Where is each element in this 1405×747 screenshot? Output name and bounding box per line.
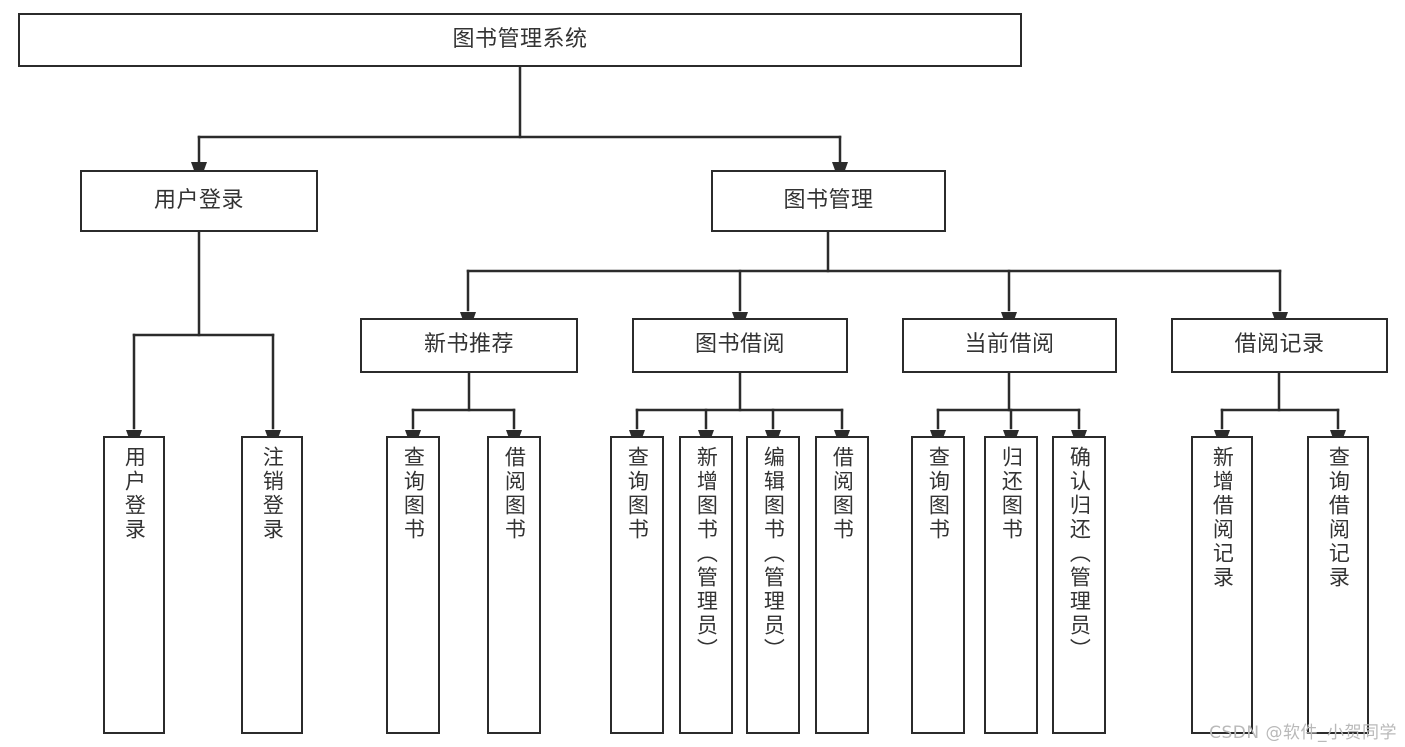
node-label: 图书借阅 — [694, 332, 785, 358]
node-label: 当前借阅 — [964, 332, 1055, 358]
node-borrow-record[interactable]: 借阅记录 — [1171, 318, 1388, 373]
node-leaf-query-book-rec[interactable]: 查询图书 — [386, 436, 440, 734]
node-label: 查询图书 — [625, 446, 650, 542]
node-leaf-confirm-return-admin[interactable]: 确认归还（管理员） — [1052, 436, 1106, 734]
node-label: 查询图书 — [926, 446, 951, 542]
node-leaf-return-book[interactable]: 归还图书 — [984, 436, 1038, 734]
node-new-book-rec[interactable]: 新书推荐 — [360, 318, 578, 373]
node-leaf-add-borrow-record[interactable]: 新增借阅记录 — [1191, 436, 1253, 734]
node-leaf-user-logout[interactable]: 注销登录 — [241, 436, 303, 734]
node-label: 图书管理 — [783, 187, 874, 213]
node-label: 查询图书 — [401, 446, 426, 542]
node-leaf-borrow-book[interactable]: 借阅图书 — [815, 436, 869, 734]
node-label: 注销登录 — [260, 446, 285, 542]
node-label: 确认归还（管理员） — [1067, 446, 1092, 662]
node-leaf-edit-book-admin[interactable]: 编辑图书（管理员） — [746, 436, 800, 734]
edge-path-group — [132, 65, 1340, 430]
node-book-manage[interactable]: 图书管理 — [711, 170, 946, 232]
node-label: 编辑图书（管理员） — [761, 446, 786, 662]
node-leaf-query-borrow-record[interactable]: 查询借阅记录 — [1307, 436, 1369, 734]
node-leaf-user-login[interactable]: 用户登录 — [103, 436, 165, 734]
node-label: 用户登录 — [122, 446, 147, 542]
node-leaf-borrow-book-rec[interactable]: 借阅图书 — [487, 436, 541, 734]
node-label: 图书管理系统 — [452, 26, 588, 52]
node-book-borrow[interactable]: 图书借阅 — [632, 318, 848, 373]
node-label: 归还图书 — [999, 446, 1024, 542]
node-current-borrow[interactable]: 当前借阅 — [902, 318, 1117, 373]
node-label: 新增图书（管理员） — [694, 446, 719, 662]
node-root[interactable]: 图书管理系统 — [18, 13, 1022, 67]
node-label: 借阅记录 — [1234, 332, 1325, 358]
node-leaf-add-book-admin[interactable]: 新增图书（管理员） — [679, 436, 733, 734]
node-label: 新增借阅记录 — [1210, 446, 1235, 590]
node-user-login[interactable]: 用户登录 — [80, 170, 318, 232]
node-label: 查询借阅记录 — [1326, 446, 1351, 590]
node-label: 借阅图书 — [502, 446, 527, 542]
node-label: 用户登录 — [153, 187, 244, 213]
node-leaf-query-book-borrow[interactable]: 查询图书 — [610, 436, 664, 734]
node-leaf-query-book-cur[interactable]: 查询图书 — [911, 436, 965, 734]
node-label: 新书推荐 — [423, 332, 514, 358]
node-label: 借阅图书 — [830, 446, 855, 542]
